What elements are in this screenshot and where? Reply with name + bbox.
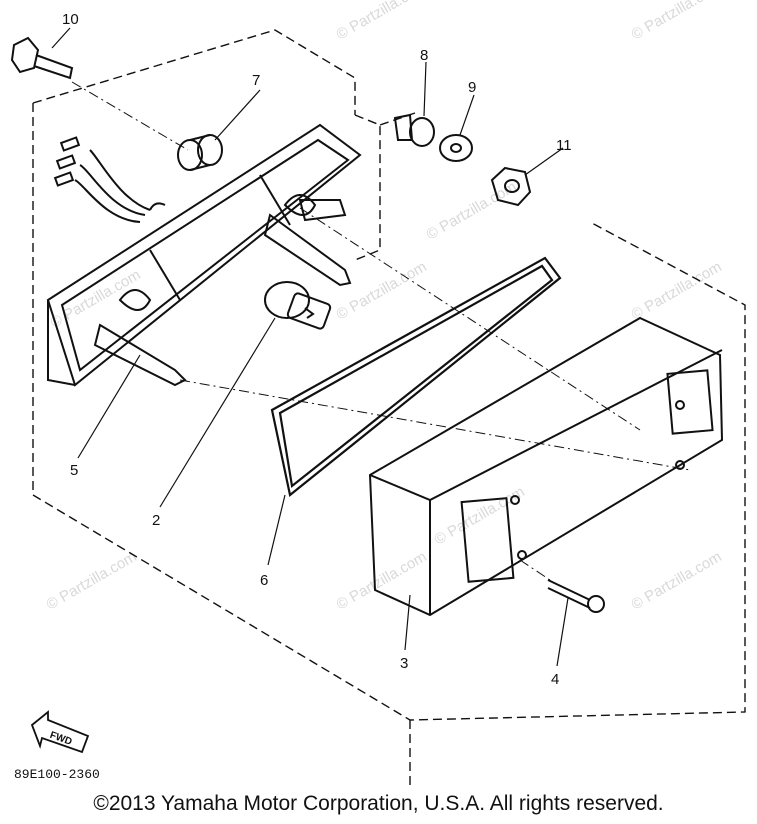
- bolt: [10, 36, 74, 80]
- callout-4: 4: [551, 671, 559, 688]
- watermark: © Partzilla.com: [48, 266, 144, 331]
- grommet: [177, 134, 223, 171]
- diagram-code: 89E100-2360: [14, 767, 100, 782]
- fwd-arrow-icon: FWD: [30, 710, 90, 754]
- callout-numbers: 10 7 8 9 11 5 2 6 3 4: [62, 11, 572, 688]
- watermark: © Partzilla.com: [629, 0, 725, 43]
- callout-7: 7: [252, 72, 260, 89]
- collar: [393, 113, 435, 147]
- watermark: © Partzilla.com: [334, 548, 430, 613]
- watermark: © Partzilla.com: [334, 0, 430, 43]
- watermark: © Partzilla.com: [432, 483, 528, 548]
- screw: [547, 579, 605, 613]
- callout-6: 6: [260, 572, 268, 589]
- assembly-boundary: [32, 29, 746, 785]
- alignment-lines: [71, 81, 691, 581]
- washer: [439, 134, 473, 162]
- copyright-notice: ©2013 Yamaha Motor Corporation, U.S.A. A…: [93, 792, 664, 815]
- callout-9: 9: [468, 79, 476, 96]
- leader-lines: [51, 27, 569, 667]
- nut: [490, 166, 532, 207]
- callout-11: 11: [556, 137, 572, 154]
- watermark: © Partzilla.com: [629, 548, 725, 613]
- watermark: © Partzilla.com: [334, 258, 430, 323]
- callout-2: 2: [152, 512, 160, 529]
- lens: [368, 316, 724, 617]
- gasket: [270, 256, 562, 497]
- watermark: © Partzilla.com: [629, 258, 725, 323]
- callout-3: 3: [400, 655, 408, 672]
- callout-8: 8: [420, 47, 428, 64]
- bulb: [264, 281, 332, 330]
- callout-10: 10: [62, 11, 79, 28]
- watermark: © Partzilla.com: [44, 548, 140, 613]
- tail-light-housing: [46, 123, 362, 387]
- callout-5: 5: [70, 462, 78, 479]
